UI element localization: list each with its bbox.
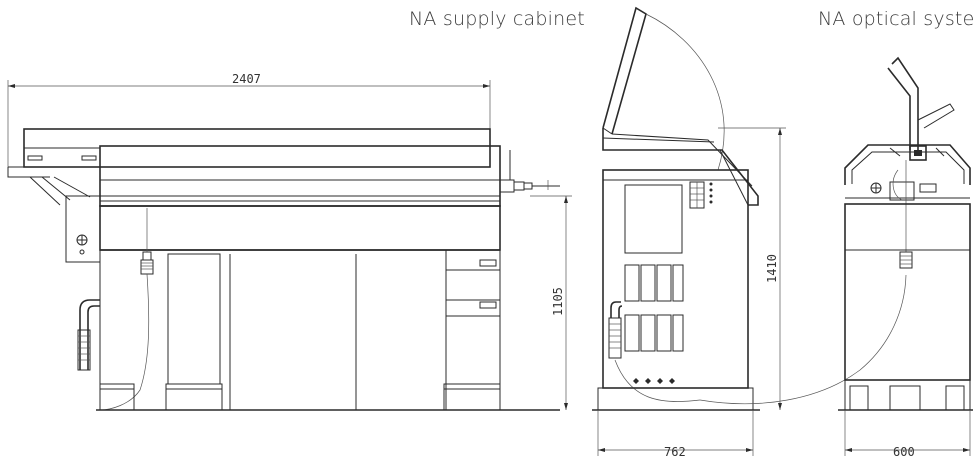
dim-overall-length: 2407 — [232, 72, 261, 86]
hose-coupling — [77, 299, 100, 371]
connecting-cable — [699, 274, 907, 405]
label-optical-system: NA optical system — [818, 8, 973, 30]
optical-system-view: 600 — [838, 56, 973, 459]
cabinet-hose — [608, 301, 623, 359]
optical-leveling-foot — [899, 251, 913, 269]
leveling-foot — [140, 259, 154, 275]
dim-cabinet-depth: 762 — [664, 445, 686, 459]
supply-cabinet-view: 1410 762 — [592, 6, 786, 459]
keypad — [689, 181, 713, 209]
dim-working-height: 1105 — [551, 287, 565, 316]
label-supply-cabinet: NA supply cabinet — [409, 8, 585, 30]
machine-front-view: 2407 — [7, 72, 572, 411]
dim-optical-depth: 600 — [893, 445, 915, 459]
dim-cabinet-height: 1410 — [765, 254, 779, 283]
